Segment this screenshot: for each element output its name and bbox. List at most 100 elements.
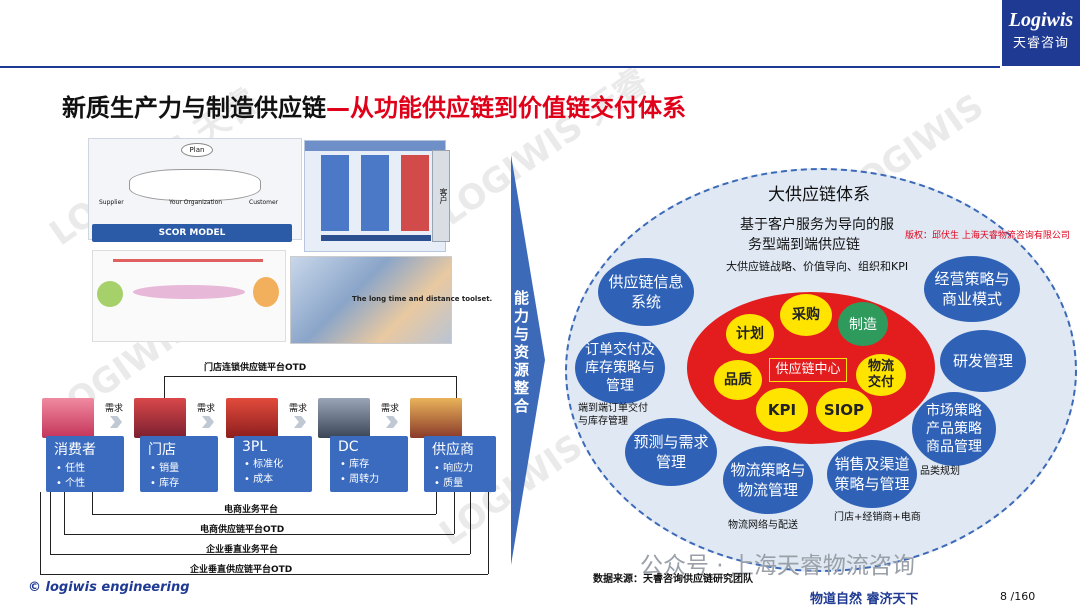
title-main: 新质生产力与制造供应链 xyxy=(62,94,326,122)
scor-model-image: Plan Supplier Your Organization Customer xyxy=(88,138,302,240)
dc-photo xyxy=(318,398,370,438)
flow-column xyxy=(321,155,349,231)
platform-line xyxy=(50,492,51,554)
purchase-node: 采购 xyxy=(780,294,832,336)
chain-box-title: DC xyxy=(338,439,359,455)
chain-box-store: 门店 销量库存 xyxy=(140,436,218,492)
scor-process-oval xyxy=(129,169,261,201)
watermark: LOGIWIS 天睿 xyxy=(432,60,656,234)
platform-line xyxy=(164,376,456,377)
chevron-right-icon xyxy=(386,416,398,428)
platform-line xyxy=(64,534,454,535)
chevron-right-icon xyxy=(294,416,306,428)
demand-label: 需求 xyxy=(105,404,124,414)
3pl-photo xyxy=(226,398,278,438)
flow-header-bar xyxy=(305,141,445,151)
logo-wordmark: Logiwis xyxy=(1008,9,1074,31)
manufacture-node: 制造 xyxy=(838,302,888,346)
chain-box-item: 周转力 xyxy=(340,472,408,487)
diagram-subheading: 基于客户服务为导向的服 xyxy=(740,217,894,233)
chain-box-item: 标准化 xyxy=(244,457,312,472)
platform-label: 电商业务平台 xyxy=(224,505,279,515)
chain-box-title: 门店 xyxy=(148,442,176,458)
forecast-demand-circle: 预测与需求 管理 xyxy=(625,418,717,486)
demand-label: 需求 xyxy=(381,404,400,414)
scor-org-label: Your Organization xyxy=(169,199,223,206)
chain-box-title: 消费者 xyxy=(54,442,96,458)
chain-box-3pl: 3PL 标准化成本 xyxy=(234,436,312,492)
chain-box-item: 成本 xyxy=(244,472,312,487)
top-platform-label: 门店连锁供应链平台OTD xyxy=(204,363,307,373)
business-model-circle: 经营策略与 商业模式 xyxy=(924,256,1020,322)
platform-line xyxy=(92,492,93,514)
integration-arrow-label: 能力与资源整合 xyxy=(512,290,530,416)
market-product-circle: 市场策略 产品策略 商品管理 xyxy=(912,392,996,466)
platform-label: 企业垂直业务平台 xyxy=(206,545,279,555)
logistics-photo-collage xyxy=(290,256,452,344)
logistics-strategy-circle: 物流策略与 物流管理 xyxy=(723,446,813,514)
demand-label: 需求 xyxy=(289,404,308,414)
wechat-watermark: 公众号 · 上海天睿物流咨询 xyxy=(640,553,915,579)
diagram-node-left xyxy=(97,281,123,307)
copyright-note: 版权：邱伏生 上海天睿物流咨询有限公司 xyxy=(905,231,1070,241)
demand-label: 需求 xyxy=(197,404,216,414)
slide-title: 新质生产力与制造供应链—从功能供应链到价值链交付体系 xyxy=(62,88,686,123)
diagram-link-band xyxy=(133,285,245,299)
supplier-photo xyxy=(410,398,462,438)
data-source: 数据来源：天睿咨询供应链研究团队 xyxy=(593,574,753,585)
diagram-node-right xyxy=(253,277,279,307)
strategy-text: 大供应链战略、价值导向、组织和KPI xyxy=(726,260,909,273)
store-photo xyxy=(134,398,186,438)
diagram-subheading: 务型端到端供应链 xyxy=(748,237,860,253)
copyright-text: © logiwis engineering xyxy=(28,580,190,595)
chain-box-title: 供应商 xyxy=(432,442,474,458)
flow-column xyxy=(361,155,389,231)
flow-footer-bar xyxy=(321,235,431,241)
platform-line xyxy=(470,492,471,554)
platform-line xyxy=(454,492,455,534)
footer-slogan: 物道自然 睿济天下 xyxy=(810,592,919,607)
chain-box-supplier: 供应商 响应力质量 xyxy=(424,436,496,492)
consumer-photo xyxy=(42,398,94,438)
chain-box-title: 3PL xyxy=(242,439,268,455)
category-note: 品类规划 xyxy=(920,466,960,477)
channels-note: 门店+经销商+电商 xyxy=(834,512,921,523)
page-number: 8 /160 xyxy=(1000,590,1036,603)
flow-column xyxy=(401,155,429,231)
chain-box-consumer: 消费者 任性个性 xyxy=(46,436,124,492)
scor-model-bar: SCOR MODEL xyxy=(92,224,292,242)
scor-supplier-label: Supplier xyxy=(99,199,124,206)
plan-node: 计划 xyxy=(726,314,774,354)
chain-box-item: 个性 xyxy=(56,476,124,491)
platform-line xyxy=(64,492,65,534)
platform-line xyxy=(164,376,165,398)
platform-label: 企业垂直供应链平台OTD xyxy=(190,565,293,575)
platform-line xyxy=(456,376,457,398)
platform-label: 电商供应链平台OTD xyxy=(200,525,285,535)
quality-node: 品质 xyxy=(714,360,762,400)
platform-line xyxy=(40,492,41,574)
scor-plan-node: Plan xyxy=(181,143,213,157)
chain-box-item: 任性 xyxy=(56,461,124,476)
platform-line xyxy=(50,554,470,555)
chain-box-item: 响应力 xyxy=(434,461,496,476)
scor-customer-label: Customer xyxy=(249,199,279,206)
chain-box-dc: DC 库存周转力 xyxy=(330,436,408,492)
rd-circle: 研发管理 xyxy=(940,330,1026,392)
collage-caption: The long time and distance toolset. xyxy=(352,295,493,303)
siop-node: SIOP xyxy=(816,388,872,432)
logistics-node: 物流 交付 xyxy=(856,354,906,396)
order-inventory-circle: 订单交付及 库存策略与 管理 xyxy=(575,332,665,404)
info-system-circle: 供应链信息 系统 xyxy=(598,258,694,326)
platform-line xyxy=(436,492,437,514)
platform-line xyxy=(40,574,488,575)
chain-box-item: 质量 xyxy=(434,476,496,491)
chain-box-item: 库存 xyxy=(150,476,218,491)
network-note: 物流网络与配送 xyxy=(728,520,798,531)
kpi-node: KPI xyxy=(756,388,808,432)
supply-chain-center: 供应链中心 xyxy=(769,358,847,382)
title-accent: —从功能供应链到价值链交付体系 xyxy=(326,94,686,122)
logo: Logiwis 天睿咨询 xyxy=(1002,0,1080,66)
supply-chain-structure-image xyxy=(92,250,286,342)
platform-line xyxy=(92,514,436,515)
